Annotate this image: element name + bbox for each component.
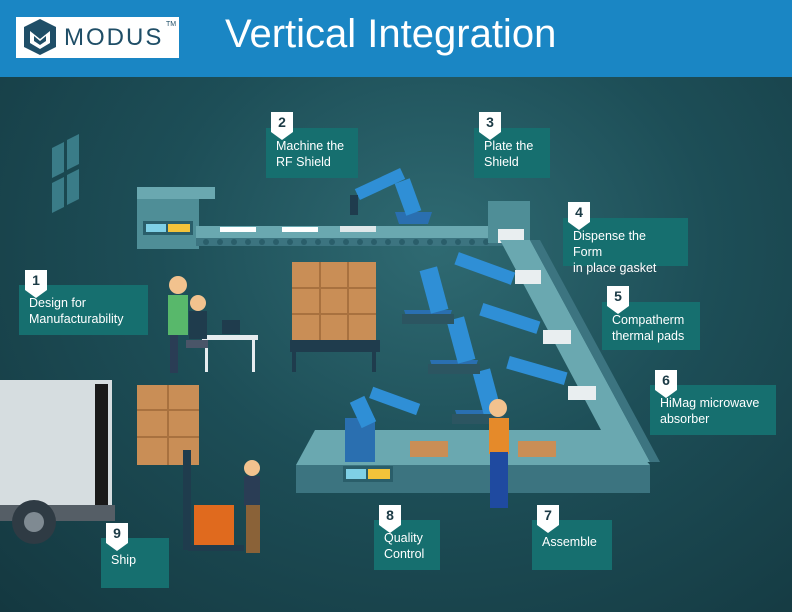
step-5-number: 5 (607, 286, 629, 314)
step-8-line2: Control (384, 547, 425, 561)
design-desk (168, 276, 258, 373)
conveyor-rollers (203, 239, 489, 245)
modus-logo-icon (24, 19, 56, 55)
step-8-line1: Quality (384, 531, 423, 545)
plate-stacks (402, 314, 504, 424)
logo: MODUS TM (16, 17, 179, 58)
assembly-worker (489, 399, 509, 508)
step-2-line1: Machine the (276, 139, 345, 153)
trademark-mark: TM (166, 21, 177, 28)
step-4-line2: in place gasket (573, 261, 657, 275)
step-8-number: 8 (379, 505, 401, 533)
diagonal-conveyor (500, 240, 660, 462)
step-6-box: HiMag microwave absorber (650, 385, 776, 435)
step-5-line1: Compatherm (612, 313, 685, 327)
step-9-number: 9 (106, 523, 128, 551)
step-5-line2: thermal pads (612, 329, 685, 343)
step-3-line1: Plate the (484, 139, 534, 153)
step-7-line1: Assemble (542, 535, 597, 549)
logo-text: MODUS (64, 24, 164, 51)
step-6-line1: HiMag microwave (660, 396, 760, 410)
top-conveyor (137, 187, 530, 249)
header-bar: MODUS TM Vertical Integration (0, 0, 792, 77)
step-6-line2: absorber (660, 412, 710, 426)
step-4-line1: Dispense the Form (573, 229, 646, 259)
step-6-number: 6 (655, 370, 677, 398)
step-2-line2: RF Shield (276, 155, 331, 169)
step-4-box: Dispense the Form in place gasket (563, 218, 688, 275)
assembly-box (518, 441, 556, 457)
step-1-line2: Manufacturability (29, 312, 124, 326)
window-graphic (52, 134, 79, 213)
step-2-number: 2 (271, 112, 293, 140)
step-3-number: 3 (479, 112, 501, 140)
forklift (183, 450, 244, 551)
step-3-line2: Shield (484, 155, 519, 169)
step-1-line1: Design for (29, 296, 86, 310)
qc-box (410, 441, 448, 457)
step-7-number: 7 (537, 505, 559, 533)
delivery-truck (0, 380, 115, 544)
box-stack-center (290, 262, 380, 372)
page-title: Vertical Integration (225, 12, 557, 56)
step-9-line1: Ship (111, 553, 137, 567)
step-4-number: 4 (568, 202, 590, 230)
bottom-conveyor (296, 430, 650, 493)
forklift-worker (244, 460, 260, 553)
step-1-number: 1 (25, 270, 47, 298)
